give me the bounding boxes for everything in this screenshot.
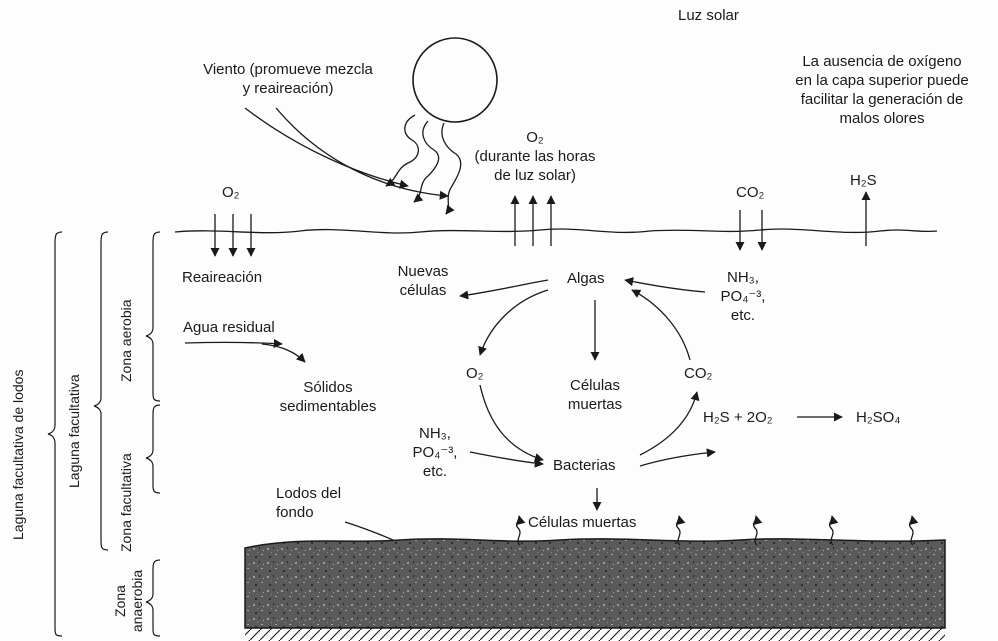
algae-to-newcells-arrow (460, 280, 548, 296)
dead-cells-mid-label: Células muertas (555, 376, 635, 414)
o2-surface-label: O₂ (222, 183, 240, 202)
brace-facultative (146, 405, 160, 493)
aerobic-zone-label: Zona aerobia (118, 299, 134, 382)
brace-aerobic (146, 232, 160, 401)
algae-label: Algas (567, 269, 605, 288)
outer-lagoon-label: Laguna facultativa de lodos (10, 370, 26, 540)
co2-surface-label: CO₂ (736, 183, 764, 202)
wind-arrow (276, 108, 448, 196)
nutrients-to-algae-arrow (625, 280, 705, 292)
co2-to-algae-arrow (632, 290, 690, 360)
sunray-arrow (414, 121, 439, 202)
middle-lagoon-label: Laguna facultativa (66, 374, 82, 488)
brace-anaerobic (146, 560, 160, 636)
ground-hatch (245, 628, 945, 641)
wind-arrow (245, 108, 408, 186)
sunlight-label: Luz solar (678, 6, 739, 25)
dead-cells-bottom-label: Células muertas (528, 513, 636, 532)
settleable-solids-label: Sólidos sedimentables (268, 378, 388, 416)
o2-cycle-label: O₂ (466, 364, 484, 383)
brace-outer (48, 232, 62, 636)
anaerobic-zone-label: Zona anaerobia (112, 566, 146, 636)
nutrients-top-label: NH₃, PO₄⁻³, etc. (708, 268, 778, 325)
nutrients-to-bacteria-arrow (470, 452, 543, 464)
wastewater-arrow (185, 342, 282, 344)
bacteria-to-right-arrow (640, 452, 715, 466)
odor-note: La ausencia de oxígeno en la capa superi… (772, 52, 992, 128)
algae-to-o2-arrow (480, 290, 548, 355)
bacteria-to-co2-arrow (640, 392, 697, 455)
brace-middle (94, 232, 108, 550)
water-surface (175, 229, 937, 233)
settling-arrow (262, 344, 305, 362)
o2-daylight-label: O₂ (durante las horas de luz solar) (440, 128, 630, 185)
wastewater-label: Agua residual (183, 318, 275, 337)
co2-cycle-label: CO₂ (684, 364, 712, 383)
new-cells-label: Nuevas células (388, 262, 458, 300)
wind-label: Viento (promueve mezcla y reaireación) (178, 60, 398, 98)
h2s-surface-label: H₂S (850, 171, 877, 190)
nutrients-bottom-label: NH₃, PO₄⁻³, etc. (400, 424, 470, 481)
bacteria-label: Bacterias (553, 456, 616, 475)
reaeration-label: Reaireación (182, 268, 262, 287)
bottom-sludge-label: Lodos del fondo (276, 484, 341, 522)
sludge-layer (245, 539, 945, 628)
h2s-reaction-label: H₂S + 2O₂ (703, 408, 773, 427)
sunray-arrow (386, 115, 418, 186)
facultative-zone-label: Zona facultativa (118, 453, 134, 552)
h2so4-label: H₂SO₄ (856, 408, 900, 427)
sun-icon (413, 38, 497, 122)
o2-to-bacteria-arrow (480, 385, 543, 460)
